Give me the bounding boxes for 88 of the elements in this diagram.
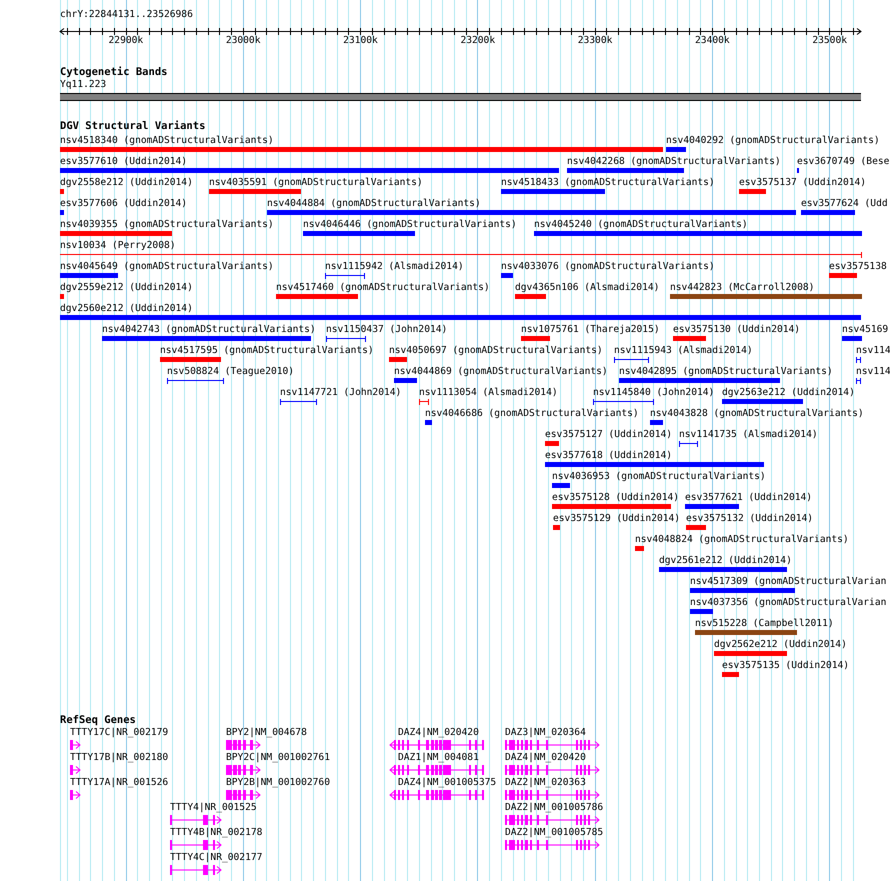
gene-label: BPY2B|NM_001002760 [226,777,330,789]
gene-label: DAZ2|NM_001005786 [505,802,604,814]
variant-label: nsv4042895 (gnomADStructuralVariants) [619,366,833,378]
variant-label: nsv4033076 (gnomADStructuralVariants) [501,261,715,273]
variant-label: esv3575132 (Uddin2014) [686,513,814,525]
variant-label: esv3577618 (Uddin2014) [545,450,672,462]
tick-label: 23200k [460,35,496,47]
variant-label: dgv2560e212 (Uddin2014) [60,303,193,315]
tick-label: 22900k [108,35,144,47]
variant-label: nsv4043828 (gnomADStructuralVariants) [650,408,864,420]
variant-label: esv3575127 (Uddin2014) [545,429,672,441]
band-label: Yq11.223 [60,79,106,91]
variant-label: nsv4517595 (gnomADStructuralVariants) [160,345,374,357]
variant-label: esv3577621 (Uddin2014) [685,492,812,504]
gene-label: TTTY4B|NR_002178 [170,827,262,839]
variant-label: esv3575128 (Uddin2014) [552,492,680,504]
variant-label: nsv4036953 (gnomADStructuralVariants) [552,471,766,483]
variant-label: nsv10034 (Perry2008) [60,240,176,252]
variant-label: nsv4035591 (gnomADStructuralVariants) [209,177,423,189]
tick-label: 23000k [226,35,260,47]
variant-label: nsv1113054 (Alsmadi2014) [419,387,558,399]
gene-label: DAZ2|NM_020363 [505,777,586,789]
tick-label: 23300k [578,35,612,47]
gene-label: TTTY17B|NR_002180 [70,752,168,764]
variant-label: dgv4365n106 (Alsmadi2014) [515,282,660,294]
variant-label: nsv1115943 (Alsmadi2014) [614,345,753,357]
variant-label: esv3575129 (Uddin2014) [553,513,680,525]
variant-label: nsv4046446 (gnomADStructuralVariants) [303,219,517,231]
variant-label: nsv515228 (Campbell2011) [695,618,834,630]
variant-label: esv3575138 [829,261,887,273]
track-heading: RefSeq Genes [60,714,136,726]
variant-label: nsv1141735 (Alsmadi2014) [679,429,818,441]
gene-label: DAZ4|NM_020420 [505,752,586,764]
gene-label: DAZ2|NM_001005785 [505,827,604,839]
variant-label: nsv4044884 (gnomADStructuralVariants) [267,198,481,210]
variant-label: esv3575130 (Uddin2014) [673,324,800,336]
variant-label: esv3577610 (Uddin2014) [60,156,188,168]
variant-label: nsv45169 [842,324,888,336]
variant-label: esv3577606 (Uddin2014) [60,198,188,210]
tick-label: 23100k [343,35,378,47]
variant-label: nsv1075761 (Thareja2015) [521,324,660,336]
variant-label: nsv4044869 (gnomADStructuralVariants) [394,366,608,378]
gene-label: TTTY4|NR_001525 [170,802,257,814]
tick-label: 23400k [695,35,730,47]
variant-label: nsv4039355 (gnomADStructuralVariants) [60,219,274,231]
variant-label: esv3575135 (Uddin2014) [722,660,850,672]
tick-label: 23500k [812,35,847,47]
variant-label: nsv1115942 (Alsmadi2014) [325,261,464,273]
variant-label: nsv4042743 (gnomADStructuralVariants) [102,324,316,336]
variant-label: nsv4037356 (gnomADStructuralVarian [690,597,886,609]
gene-label: BPY2C|NM_001002761 [226,752,330,764]
variant-label: nsv442823 (McCarroll2008) [670,282,814,294]
gene-label: TTTY17C|NR_002179 [70,727,168,739]
gene-label: DAZ1|NM_004081 [398,752,479,764]
gene-label: DAZ4|NM_001005375 [398,777,496,789]
gene-label: TTTY17A|NR_001526 [70,777,168,789]
variant-label: nsv4517460 (gnomADStructuralVariants) [276,282,490,294]
variant-label: dgv2563e212 (Uddin2014) [722,387,855,399]
track-heading: DGV Structural Variants [60,120,206,132]
variant-label: nsv1150437 (John2014) [326,324,448,336]
variant-label: nsv4045240 (gnomADStructuralVariants) [534,219,748,231]
variant-label: nsv114 [856,366,890,378]
variant-label: nsv4048824 (gnomADStructuralVariants) [635,534,849,546]
variant-label: nsv4517309 (gnomADStructuralVarian [690,576,886,588]
variant-label: nsv4518433 (gnomADStructuralVariants) [501,177,715,189]
variant-label: esv3577624 (Udd [801,198,888,210]
variant-label: nsv4045649 (gnomADStructuralVariants) [60,261,274,273]
variant-label: dgv2562e212 (Uddin2014) [714,639,847,651]
gene-label: BPY2|NM_004678 [226,727,307,739]
gene-label: TTTY4C|NR_002177 [170,852,262,864]
variant-label: nsv1145840 (John2014) [593,387,714,399]
variant-label: nsv114 [856,345,890,357]
variant-label: dgv2559e212 (Uddin2014) [60,282,193,294]
variant-label: esv3575137 (Uddin2014) [739,177,866,189]
gene-label: DAZ4|NM_020420 [398,727,479,739]
variant-label: nsv4040292 (gnomADStructuralVariants) [666,135,880,147]
variant-label: nsv4050697 (gnomADStructuralVariants) [389,345,603,357]
variant-label: nsv4518340 (gnomADStructuralVariants) [60,135,274,147]
track-heading: Cytogenetic Bands [60,66,168,78]
variant-label: nsv1147721 (John2014) [280,387,402,399]
variant-label: nsv4042268 (gnomADStructuralVariants) [567,156,781,168]
variant-label: dgv2561e212 (Uddin2014) [659,555,792,567]
variant-label: nsv4046686 (gnomADStructuralVariants) [425,408,639,420]
variant-label: nsv508824 (Teague2010) [167,366,294,378]
gene-label: DAZ3|NM_020364 [505,727,586,739]
variant-label: dgv2558e212 (Uddin2014) [60,177,193,189]
variant-label: esv3670749 (Bese [797,156,890,168]
coordinate-range: chrY:22844131..23526986 [60,9,193,21]
